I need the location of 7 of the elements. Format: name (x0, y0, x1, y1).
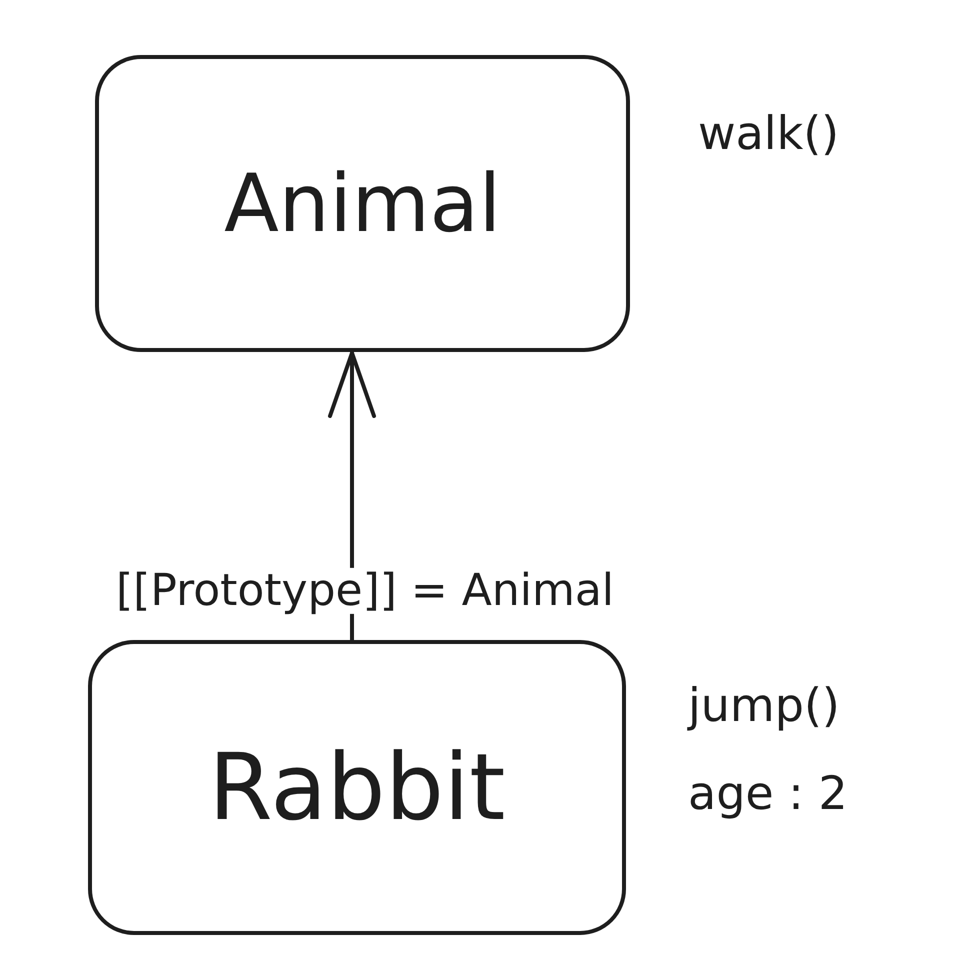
member-label: age : 2 (688, 768, 848, 819)
class-name: Animal (224, 160, 501, 248)
class-box (95, 55, 630, 352)
class-box (88, 640, 626, 935)
member-label: jump() (688, 680, 840, 731)
member-label: walk() (698, 108, 840, 159)
class-name: Rabbit (208, 736, 506, 838)
